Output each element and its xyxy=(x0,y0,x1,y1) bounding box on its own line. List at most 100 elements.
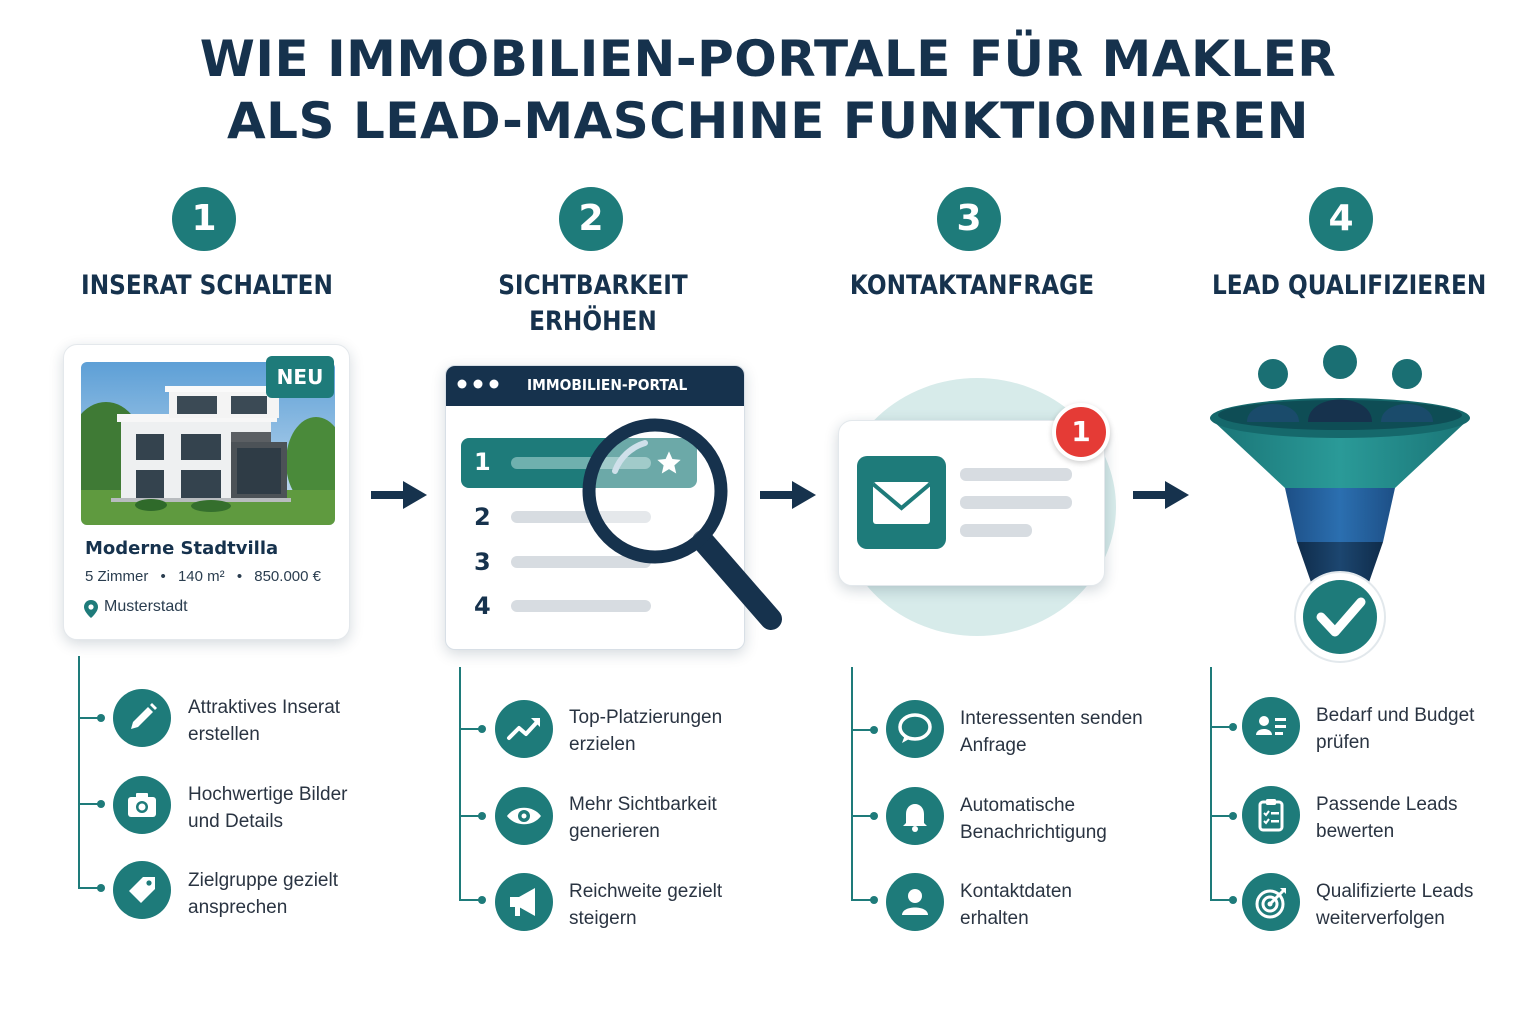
separator-dot: • xyxy=(160,568,166,585)
timeline-tick xyxy=(851,815,873,817)
portal-title: IMMOBILIEN-PORTAL xyxy=(527,376,688,394)
bullet-text: Attraktives Inserat erstellen xyxy=(188,694,340,748)
timeline-dot xyxy=(1229,723,1237,731)
clipboard-icon xyxy=(1242,786,1300,844)
bullet-text: Bedarf und Budget prüfen xyxy=(1316,702,1474,756)
trend-up-icon xyxy=(495,700,553,758)
bullet-text: Kontaktdaten erhalten xyxy=(960,878,1072,932)
bullet-text: Automatische Benachrichtigung xyxy=(960,792,1107,846)
envelope-icon xyxy=(857,456,946,549)
arrow-right-icon xyxy=(1133,481,1189,509)
bullet-line: erzielen xyxy=(569,734,636,755)
house-photo xyxy=(81,362,335,525)
eye-icon xyxy=(495,787,553,845)
user-icon xyxy=(886,873,944,931)
listing-location: Musterstadt xyxy=(104,598,188,615)
bullet-line: Qualifizierte Leads xyxy=(1316,881,1474,902)
id-card-icon xyxy=(1242,697,1300,755)
timeline-dot xyxy=(478,896,486,904)
bullet-line: prüfen xyxy=(1316,732,1370,753)
bullet-line: erhalten xyxy=(960,908,1029,929)
bullet-text: Top-Platzierungen erzielen xyxy=(569,704,722,758)
timeline-tick xyxy=(1210,815,1232,817)
rank-3: 3 xyxy=(474,548,491,576)
bullet-line: Reichweite gezielt xyxy=(569,881,723,902)
rank-2-bar xyxy=(511,511,651,523)
speech-bubble-icon xyxy=(886,700,944,758)
location-pin-icon xyxy=(84,600,98,618)
timeline-1 xyxy=(78,656,80,888)
step-1-title: INSERAT SCHALTEN xyxy=(78,268,336,304)
bullet-text: Zielgruppe gezielt ansprechen xyxy=(188,867,338,921)
timeline-tick xyxy=(459,815,481,817)
listing-title: Moderne Stadtvilla xyxy=(85,538,279,559)
rank-2: 2 xyxy=(474,503,491,531)
timeline-tick xyxy=(851,729,873,731)
rank-1: 1 xyxy=(474,448,491,476)
bullet-text: Reichweite gezielt steigern xyxy=(569,878,722,932)
step-4-number: 4 xyxy=(1309,187,1373,251)
bullet-text: Mehr Sichtbarkeit generieren xyxy=(569,791,717,845)
bullet-text: Passende Leads bewerten xyxy=(1316,791,1458,845)
bullet-text: Interessenten senden Anfrage xyxy=(960,705,1143,759)
bullet-line: ansprechen xyxy=(188,897,288,918)
star-icon xyxy=(657,451,681,474)
timeline-dot xyxy=(97,884,105,892)
timeline-tick xyxy=(78,803,100,805)
bullet-line: bewerten xyxy=(1316,821,1395,842)
bullet-text: Hochwertige Bilder und Details xyxy=(188,781,347,835)
bullet-text: Qualifizierte Leads weiterverfolgen xyxy=(1316,878,1473,932)
rank-3-bar xyxy=(511,556,651,568)
title-line-2: ALS LEAD-MASCHINE FUNKTIONIEREN xyxy=(226,92,1310,150)
camera-icon xyxy=(113,776,171,834)
bullet-line: Hochwertige Bilder xyxy=(188,784,348,805)
bullet-line: Automatische xyxy=(960,795,1076,816)
bullet-line: weiterverfolgen xyxy=(1316,908,1445,929)
timeline-tick xyxy=(851,899,873,901)
new-badge: NEU xyxy=(266,356,334,398)
separator-dot: • xyxy=(236,568,243,585)
step-1-title-line: INSERAT SCHALTEN xyxy=(81,270,333,301)
timeline-dot xyxy=(870,726,878,734)
listing-card[interactable] xyxy=(63,344,350,640)
timeline-tick xyxy=(459,899,481,901)
notification-badge: 1 xyxy=(1052,403,1110,461)
timeline-tick xyxy=(78,717,100,719)
bullet-line: generieren xyxy=(569,821,660,842)
timeline-tick xyxy=(1210,726,1232,728)
listing-price: 850.000 € xyxy=(254,568,321,585)
timeline-3 xyxy=(851,667,853,899)
bullet-line: Benachrichtigung xyxy=(960,822,1107,843)
timeline-dot xyxy=(97,800,105,808)
megaphone-icon xyxy=(495,873,553,931)
step-4-title: LEAD QUALIFIZIEREN xyxy=(1212,268,1487,304)
bullet-line: und Details xyxy=(188,811,284,832)
timeline-dot xyxy=(478,725,486,733)
step-2-title-line-2: ERHÖHEN xyxy=(529,306,657,337)
bullet-line: Bedarf und Budget xyxy=(1316,705,1475,726)
step-4-title-line: LEAD QUALIFIZIEREN xyxy=(1212,270,1487,301)
bullet-line: Kontaktdaten xyxy=(960,881,1072,902)
title-line-1: WIE IMMOBILIEN-PORTALE FÜR MAKLER xyxy=(199,30,1337,88)
timeline-tick xyxy=(459,728,481,730)
timeline-4 xyxy=(1210,667,1212,899)
arrow-right-icon xyxy=(760,481,816,509)
bullet-line: Interessenten senden xyxy=(960,708,1143,729)
people-icon xyxy=(1247,345,1433,422)
pencil-icon xyxy=(113,689,171,747)
step-1-number: 1 xyxy=(172,187,236,251)
bullet-line: Mehr Sichtbarkeit xyxy=(569,794,717,815)
step-3-number: 3 xyxy=(937,187,1001,251)
timeline-dot xyxy=(1229,812,1237,820)
step-3-title-line: KONTAKTANFRAGE xyxy=(849,270,1095,301)
bullet-line: Passende Leads xyxy=(1316,794,1458,815)
bullet-line: steigern xyxy=(569,908,637,929)
step-3-title: KONTAKTANFRAGE xyxy=(843,268,1101,304)
timeline-dot xyxy=(870,812,878,820)
timeline-tick xyxy=(1210,899,1232,901)
listing-area: 140 m² xyxy=(177,568,225,585)
page-title: WIE IMMOBILIEN-PORTALE FÜR MAKLER ALS LE… xyxy=(0,28,1536,152)
listing-rooms: 5 Zimmer xyxy=(85,568,149,585)
funnel-icon xyxy=(1210,345,1470,663)
checkmark-icon xyxy=(1316,597,1366,637)
